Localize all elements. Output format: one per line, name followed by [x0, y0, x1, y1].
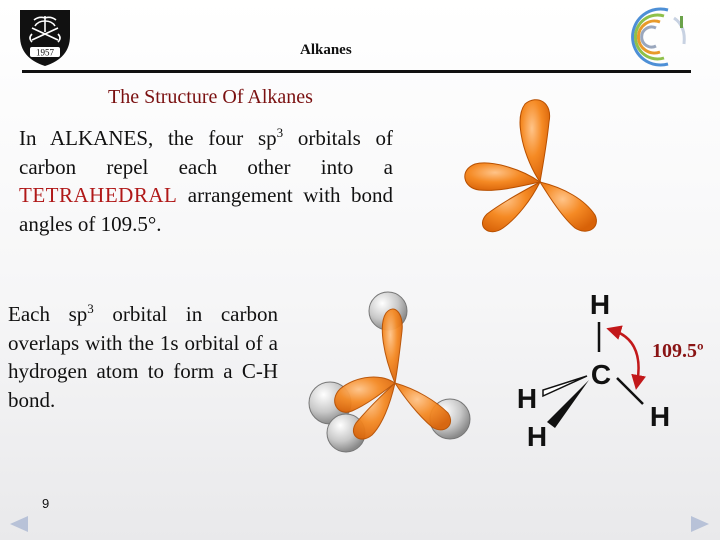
header-title: Alkanes — [300, 42, 352, 58]
carbon-label: C — [591, 359, 611, 390]
overlap-paragraph: Each sp3 orbital in carbon overlaps with… — [8, 300, 278, 414]
para1-text-b: orbitals of carbon repel each other into… — [19, 126, 393, 179]
para1-text-rest: arrangement with bond angles of 109.5°. — [19, 183, 393, 236]
para2-superscript: 3 — [87, 301, 94, 316]
methane-structure-diagram: H C H H H — [505, 280, 720, 455]
slide-subtitle: The Structure Of Alkanes — [108, 86, 313, 108]
logo-year: 1957 — [36, 48, 55, 58]
university-logo: 1957 — [12, 6, 78, 68]
department-logo — [626, 4, 692, 70]
header-divider — [22, 70, 691, 73]
para2-text-b: orbital in carbon overlaps with the 1s o… — [8, 302, 278, 412]
orbital-overlap-diagram — [300, 285, 500, 460]
hydrogen-right-label: H — [650, 401, 670, 432]
bond-angle-label: 109.5º — [652, 340, 704, 362]
tetrahedral-highlight: TETRAHEDRAL — [19, 183, 178, 207]
para1-superscript: 3 — [276, 125, 284, 140]
triangle-left-icon[interactable] — [8, 514, 30, 539]
para2-text-a: Each sp — [8, 302, 88, 326]
sp3-orbital-diagram — [455, 90, 605, 240]
hydrogen-top-label: H — [590, 289, 610, 320]
hydrogen-left-bottom-label: H — [527, 421, 547, 452]
tetrahedral-paragraph: In ALKANES, the four sp3 orbitals of car… — [19, 124, 393, 238]
triangle-right-icon[interactable] — [689, 514, 711, 539]
page-number: 9 — [42, 496, 50, 511]
hydrogen-left-top-label: H — [517, 383, 537, 414]
para1-text-a: In ALKANES, the four sp — [19, 126, 277, 150]
